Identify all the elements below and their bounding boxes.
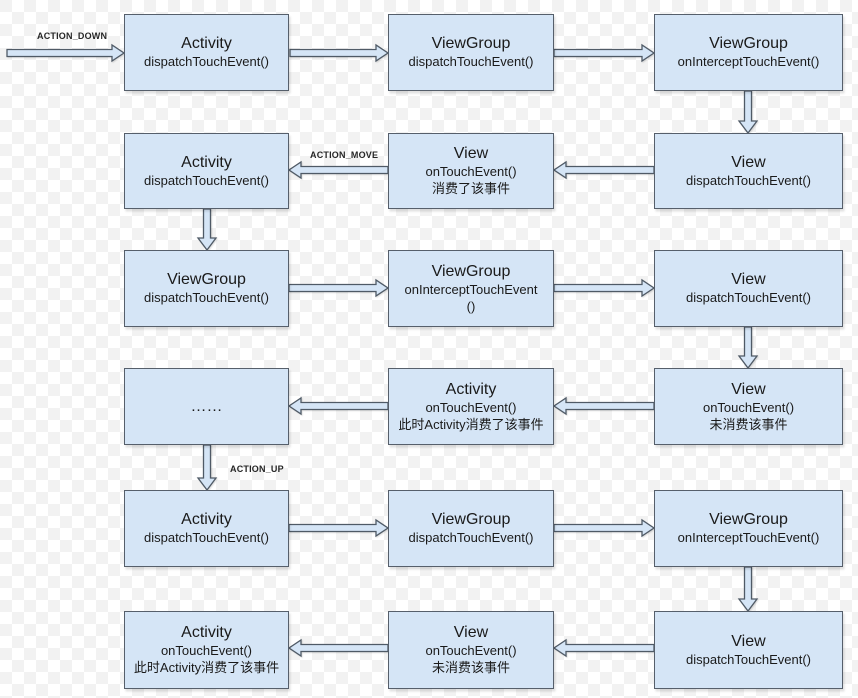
- node-title: ViewGroup: [431, 35, 511, 53]
- arrow-right-r3c1-to-r3c2: [288, 278, 390, 298]
- node-title: Activity: [181, 511, 232, 529]
- node-body: dispatchTouchEvent(): [143, 172, 269, 188]
- node-title: Activity: [181, 624, 232, 642]
- node-r2c2-view-ontouch-consumed: View onTouchEvent() 消费了该事件: [388, 133, 554, 209]
- node-title: View: [731, 632, 766, 650]
- node-title: ViewGroup: [431, 262, 511, 280]
- arrow-right-r5c1-to-r5c2: [288, 518, 390, 538]
- arrow-down-r3c3-to-r4c3: [737, 326, 759, 370]
- node-r1c1-activity-dispatch: Activity dispatchTouchEvent(): [124, 14, 289, 91]
- node-body: dispatchTouchEvent(): [143, 290, 269, 306]
- node-r4c3-view-ontouch-notconsumed: View onTouchEvent() 未消费该事件: [654, 368, 843, 445]
- node-body: dispatchTouchEvent(): [143, 530, 269, 546]
- action-down-label: ACTION_DOWN: [37, 31, 108, 41]
- node-title: ……: [190, 397, 223, 415]
- node-r1c2-viewgroup-dispatch: ViewGroup dispatchTouchEvent(): [388, 14, 554, 91]
- node-body: dispatchTouchEvent(): [685, 172, 811, 188]
- action-up-label: ACTION_UP: [230, 464, 284, 474]
- node-title: ViewGroup: [167, 271, 246, 289]
- action-move-label: ACTION_MOVE: [310, 150, 379, 160]
- arrow-right-r5c2-to-r5c3: [553, 518, 656, 538]
- node-r6c2-view-ontouch-notconsumed: View onTouchEvent() 未消费该事件: [388, 611, 554, 689]
- node-body: onTouchEvent() 此时Activity消费了该事件: [398, 399, 544, 432]
- node-title: ViewGroup: [709, 511, 788, 529]
- node-body: dispatchTouchEvent(): [685, 290, 811, 306]
- node-title: View: [731, 153, 766, 171]
- arrow-right-r1c1-to-r1c2: [289, 43, 390, 63]
- node-title: Activity: [181, 153, 232, 171]
- node-r3c2-viewgroup-intercept: ViewGroup onInterceptTouchEvent (): [388, 250, 554, 327]
- arrow-left-r2c3-to-r2c2: [552, 160, 655, 180]
- arrow-left-r6c2-to-r6c1: [287, 638, 389, 658]
- arrow-left-r2c2-to-r2c1: [287, 160, 389, 180]
- node-body: onInterceptTouchEvent (): [404, 281, 538, 314]
- arrow-action-down-into-r1c1: [6, 43, 126, 63]
- node-body: dispatchTouchEvent(): [408, 54, 534, 70]
- node-body: dispatchTouchEvent(): [685, 651, 811, 667]
- node-r4c1-ellipsis: ……: [124, 368, 289, 445]
- node-body: onTouchEvent() 未消费该事件: [702, 399, 795, 432]
- node-r6c3-view-dispatch: View dispatchTouchEvent(): [654, 611, 843, 689]
- node-r1c3-viewgroup-intercept: ViewGroup onInterceptTouchEvent(): [654, 14, 843, 91]
- arrow-left-r4c2-to-r4c1: [287, 396, 389, 416]
- node-r5c1-activity-dispatch: Activity dispatchTouchEvent(): [124, 490, 289, 567]
- node-r4c2-activity-ontouch-consumed: Activity onTouchEvent() 此时Activity消费了该事件: [388, 368, 554, 445]
- node-title: ViewGroup: [431, 511, 511, 529]
- node-body: onTouchEvent() 消费了该事件: [425, 164, 517, 196]
- node-title: Activity: [181, 35, 232, 53]
- node-r5c3-viewgroup-intercept: ViewGroup onInterceptTouchEvent(): [654, 490, 843, 567]
- arrow-down-r4c1-to-r5c1: [196, 444, 218, 492]
- node-body: dispatchTouchEvent(): [143, 54, 269, 70]
- node-title: Activity: [445, 380, 497, 398]
- arrow-down-r2c1-to-r3c1: [196, 208, 218, 252]
- node-r5c2-viewgroup-dispatch: ViewGroup dispatchTouchEvent(): [388, 490, 554, 567]
- node-body: dispatchTouchEvent(): [408, 530, 534, 546]
- arrow-down-r1c3-to-r2c3: [737, 90, 759, 135]
- node-r6c1-activity-ontouch-consumed: Activity onTouchEvent() 此时Activity消费了该事件: [124, 611, 289, 689]
- node-title: View: [453, 624, 489, 642]
- node-r3c1-viewgroup-dispatch: ViewGroup dispatchTouchEvent(): [124, 250, 289, 327]
- node-r2c1-activity-dispatch: Activity dispatchTouchEvent(): [124, 133, 289, 209]
- node-title: View: [453, 145, 489, 163]
- arrow-down-r5c3-to-r6c3: [737, 566, 759, 613]
- arrow-left-r6c3-to-r6c2: [552, 638, 655, 658]
- node-title: ViewGroup: [709, 35, 788, 53]
- node-body: onInterceptTouchEvent(): [677, 54, 820, 70]
- node-body: onTouchEvent() 此时Activity消费了该事件: [133, 643, 280, 675]
- node-title: View: [731, 380, 766, 398]
- node-body: onInterceptTouchEvent(): [677, 530, 820, 546]
- arrow-right-r3c2-to-r3c3: [553, 278, 656, 298]
- node-r3c3-view-dispatch: View dispatchTouchEvent(): [654, 250, 843, 327]
- arrow-right-r1c2-to-r1c3: [553, 43, 656, 63]
- node-body: onTouchEvent() 未消费该事件: [425, 643, 517, 675]
- node-title: View: [731, 271, 766, 289]
- node-r2c3-view-dispatch: View dispatchTouchEvent(): [654, 133, 843, 209]
- arrow-left-r4c3-to-r4c2: [552, 396, 655, 416]
